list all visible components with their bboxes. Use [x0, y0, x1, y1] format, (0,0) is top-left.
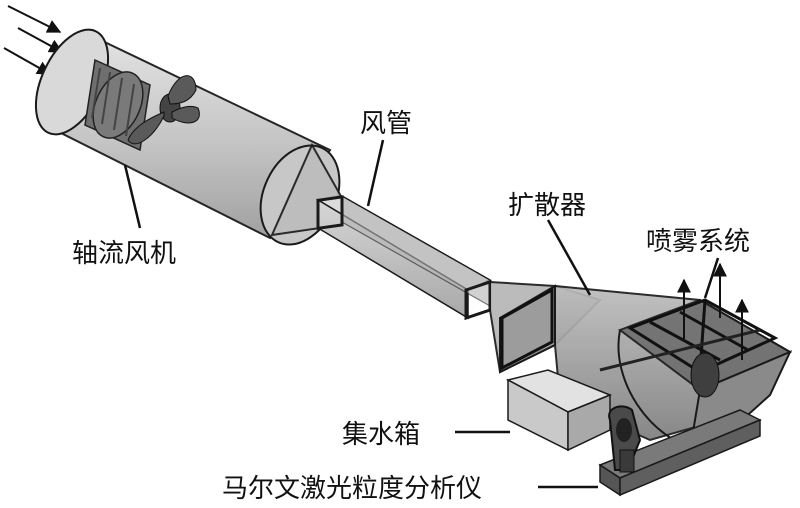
- leader-lines: [123, 139, 720, 489]
- nozzle-disk: [690, 352, 720, 398]
- leader-diffuser: [546, 219, 592, 296]
- laser-analyzer: [598, 405, 762, 497]
- label-axial-fan: 轴流风机: [72, 239, 176, 269]
- label-spray-system: 喷雾系统: [646, 227, 750, 257]
- inflow-arrow: [17, 27, 64, 53]
- inflow-arrow: [7, 5, 62, 33]
- air-duct: [315, 194, 492, 321]
- component-labels: 轴流风机 风管 扩散器 喷雾系统 集水箱 马尔文激光粒度分析仪: [72, 109, 750, 504]
- leader-axial-fan: [123, 164, 142, 229]
- fan-motor: [84, 58, 151, 152]
- inflow-arrow: [3, 47, 52, 75]
- leader-spray-system: [703, 257, 720, 299]
- label-laser-analyzer: 马尔文激光粒度分析仪: [222, 474, 482, 504]
- label-diffuser: 扩散器: [508, 191, 586, 221]
- label-water-tank: 集水箱: [342, 420, 420, 450]
- inflow-arrows: [3, 5, 64, 75]
- leader-duct: [366, 139, 385, 207]
- label-duct: 风管: [360, 109, 412, 139]
- axial-fan-housing: [34, 28, 344, 246]
- spray-arrows: [677, 262, 749, 360]
- nozzle-rod: [599, 328, 761, 372]
- fan-propeller: [127, 75, 200, 145]
